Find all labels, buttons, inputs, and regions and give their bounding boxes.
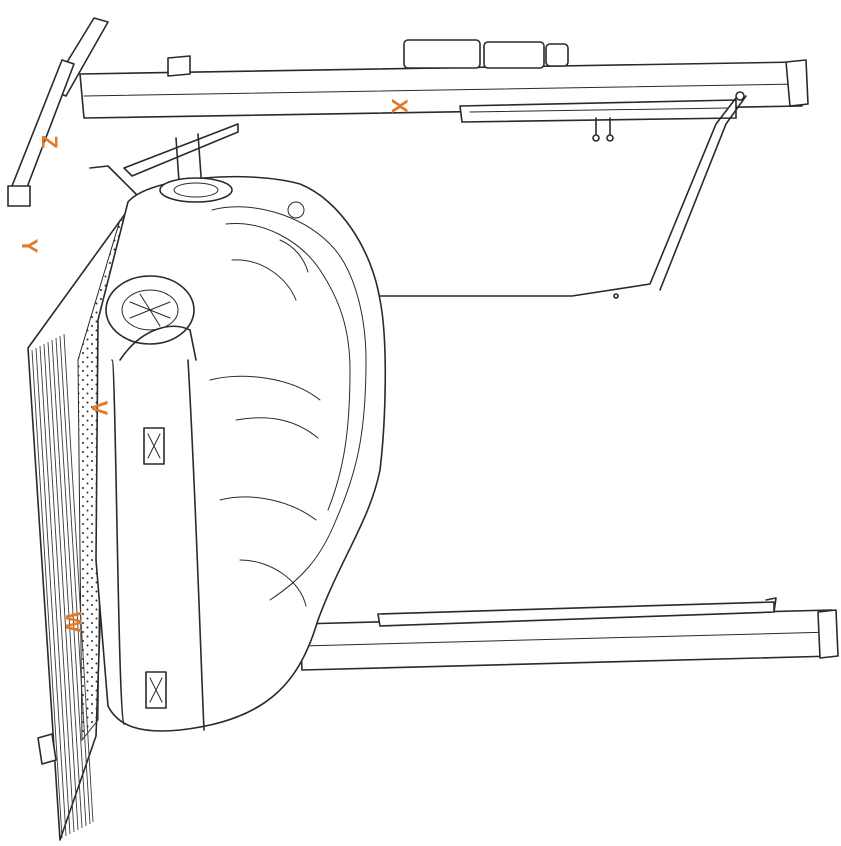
top-crossbeam [79, 39, 809, 142]
callout-x: X [387, 99, 412, 114]
callout-v: V [87, 401, 112, 416]
callout-w: W [61, 612, 86, 633]
callout-labels: X Y Z W V [17, 99, 412, 633]
runway-platform [27, 165, 187, 841]
runway-edge-stripes [31, 333, 94, 839]
left-upright-post [7, 17, 191, 207]
car-windshield [211, 206, 367, 601]
control-cable [371, 91, 747, 299]
bottom-rail [299, 597, 839, 671]
top-wheel [159, 177, 233, 203]
car [95, 175, 387, 732]
callout-z: Z [37, 135, 62, 148]
callout-y: Y [17, 239, 42, 254]
